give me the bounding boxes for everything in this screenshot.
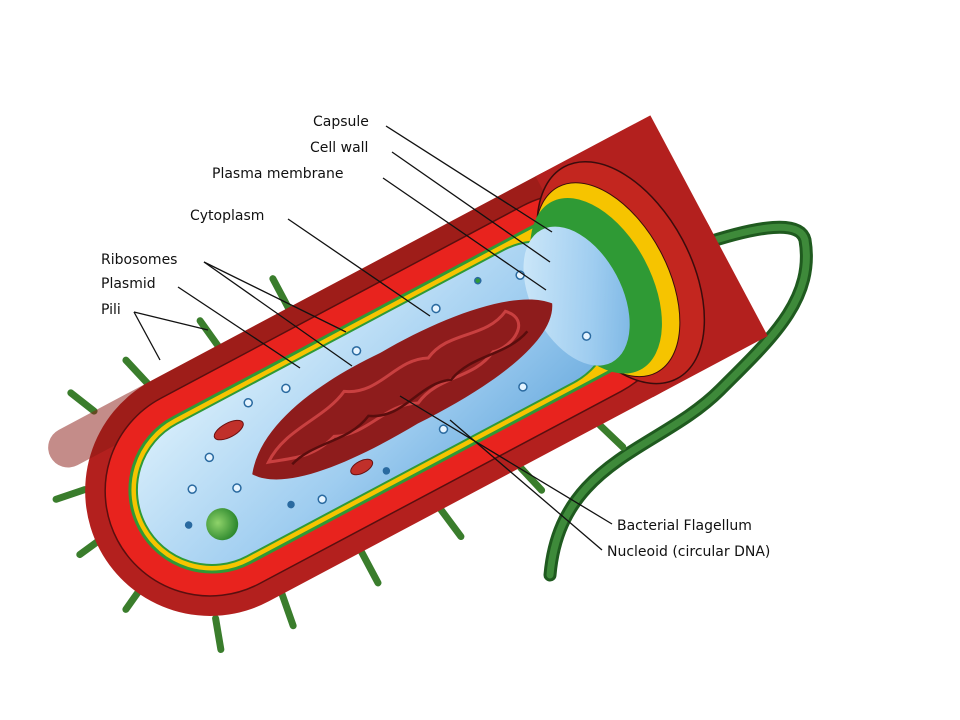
label-nucleoid: Nucleoid (circular DNA) [607, 544, 770, 560]
label-flagellum: Bacterial Flagellum [617, 518, 752, 534]
plasmid-2 [350, 458, 374, 476]
plasmid [213, 419, 244, 441]
label-plasma-membrane: Plasma membrane [212, 166, 343, 182]
label-cell-wall: Cell wall [310, 140, 368, 156]
label-pili: Pili [101, 302, 121, 318]
label-plasmid: Plasmid [101, 276, 156, 292]
label-ribosomes: Ribosomes [101, 252, 177, 268]
label-capsule: Capsule [313, 114, 369, 130]
storage-granule [206, 508, 239, 541]
nucleoid [252, 299, 553, 480]
label-cytoplasm: Cytoplasm [190, 208, 264, 224]
leader-lines [133, 125, 613, 551]
flagellum-highlight [546, 223, 810, 579]
